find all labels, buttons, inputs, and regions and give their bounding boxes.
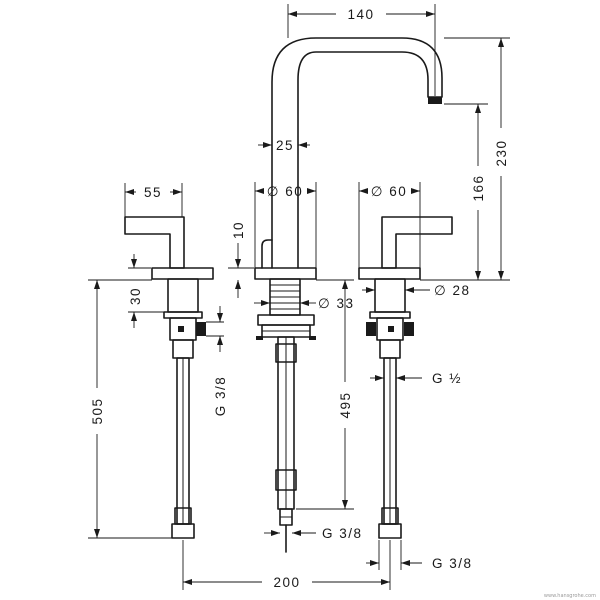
dim-rosette-height: 30 <box>128 287 143 305</box>
dim-connector-right: G 3/8 <box>432 556 473 571</box>
dim-connector-center: G 3/8 <box>322 526 363 541</box>
connector-right <box>378 523 402 539</box>
watermark: www.hansgrohe.com <box>544 593 596 599</box>
pop-up-lever <box>261 239 273 269</box>
dim-spout-reach: 140 <box>347 7 374 22</box>
dim-thread-left: G 3/8 <box>213 376 228 417</box>
mount-plate-center <box>257 314 315 326</box>
dim-thread-right: G ½ <box>432 371 462 386</box>
right-valve-assembly <box>358 216 453 539</box>
dim-spout-tube: 25 <box>276 138 294 153</box>
dimension-labels: 140 25 230 166 55 ∅ 60 ∅ 60 10 30 ∅ 33 ∅… <box>90 7 596 599</box>
dim-shank-length: 495 <box>338 391 353 418</box>
dim-body-center: ∅ 33 <box>318 296 355 311</box>
dim-handle-length: 55 <box>144 185 162 200</box>
rosette-left <box>151 267 214 280</box>
dim-lever-pin: 10 <box>231 221 246 239</box>
body-left <box>167 278 199 313</box>
dim-body-right: ∅ 28 <box>434 283 471 298</box>
dim-outlet-height: 166 <box>471 174 486 201</box>
dimension-lines <box>88 4 510 590</box>
spout-aerator <box>428 97 442 104</box>
body-right <box>374 278 406 313</box>
lever-right <box>381 216 453 269</box>
dim-hose-length: 505 <box>90 397 105 424</box>
dim-rosette-center: ∅ 60 <box>267 184 304 199</box>
left-valve-assembly <box>124 216 214 539</box>
rosette-center <box>254 267 317 280</box>
spout-body <box>271 37 443 269</box>
dim-rosette-right: ∅ 60 <box>371 184 408 199</box>
spout-assembly <box>254 37 443 553</box>
connector-left <box>171 523 195 539</box>
dim-spacing: 200 <box>273 575 300 590</box>
rosette-right <box>358 267 421 280</box>
dim-spout-height: 230 <box>494 139 509 166</box>
